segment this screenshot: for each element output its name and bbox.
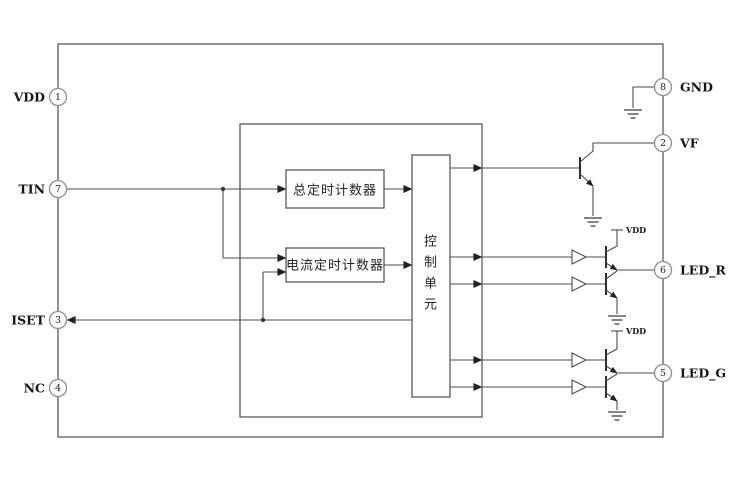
block-control-unit: 控 制 单 元 bbox=[411, 154, 451, 398]
pin-circle-nc bbox=[48, 378, 68, 398]
wire-gnd-branch bbox=[632, 86, 655, 108]
vf-npn-transistor bbox=[579, 142, 655, 227]
inner-module-box bbox=[239, 123, 483, 418]
ground-symbol-ledr bbox=[608, 315, 626, 325]
pin-circle-led-r bbox=[653, 260, 673, 280]
pin-number-gnd: 8 bbox=[660, 82, 666, 93]
pin-label-vf: VF bbox=[679, 136, 699, 151]
buffer-icon-ledg-low bbox=[571, 379, 588, 395]
vdd-rail-label-ledg: VDD bbox=[625, 326, 646, 336]
pin-circle-iset bbox=[48, 310, 68, 330]
pin-label-led-r: LED_R bbox=[680, 263, 726, 279]
pin-circle-vf bbox=[653, 133, 673, 153]
pin-circle-vdd bbox=[48, 87, 68, 107]
buffer-icon-ledg-high bbox=[571, 352, 588, 368]
ledr-low-transistor-collector bbox=[605, 270, 618, 280]
buffer-icon-ledr-low bbox=[571, 276, 588, 292]
control-unit-label-char2: 制 bbox=[424, 255, 438, 270]
junction-dot-iset bbox=[260, 317, 266, 323]
vf-transistor-collector bbox=[579, 142, 655, 163]
ledr-output-stage: VDD bbox=[571, 225, 655, 325]
ledg-high-transistor-collector bbox=[605, 348, 618, 356]
pin-iset: 3 ISET bbox=[11, 310, 68, 330]
ground-symbol-gnd-pin bbox=[624, 109, 642, 119]
pin-number-nc: 4 bbox=[55, 383, 61, 394]
pin-number-vdd: 1 bbox=[55, 92, 61, 103]
pin-nc: 4 NC bbox=[24, 378, 68, 398]
pin-label-tin: TIN bbox=[18, 182, 45, 197]
pin-number-tin: 7 bbox=[55, 184, 61, 195]
vdd-rail-label-ledr: VDD bbox=[625, 225, 646, 235]
pin-number-led-g: 5 bbox=[660, 368, 666, 379]
pin-led-r: 6 LED_R bbox=[653, 260, 726, 280]
ledr-low-transistor-emitter bbox=[605, 289, 618, 299]
pin-gnd: 8 GND bbox=[653, 77, 713, 97]
ledr-high-transistor-emitter bbox=[605, 262, 618, 271]
pin-vf: 2 VF bbox=[653, 133, 699, 153]
pin-number-vf: 2 bbox=[660, 138, 666, 149]
pin-led-g: 5 LED_G bbox=[653, 363, 726, 383]
pin-number-iset: 3 bbox=[55, 315, 61, 326]
ground-symbol-vf bbox=[584, 217, 602, 227]
current-timing-counter-label: 电流定时计数器 bbox=[286, 258, 384, 273]
ledr-high-transistor-collector bbox=[605, 245, 618, 253]
block-total-timing-counter: 总定时计数器 bbox=[285, 169, 385, 209]
ledg-output-stage: VDD bbox=[571, 326, 655, 421]
pin-circle-gnd bbox=[653, 77, 673, 97]
control-unit-box bbox=[411, 154, 451, 398]
pin-circle-tin bbox=[48, 179, 68, 199]
pin-vdd: 1 VDD bbox=[13, 87, 68, 107]
pin-label-iset: ISET bbox=[11, 313, 45, 328]
pin-label-vdd: VDD bbox=[13, 90, 46, 105]
pin-tin: 7 TIN bbox=[18, 179, 68, 199]
pin-label-nc: NC bbox=[24, 381, 45, 396]
control-unit-label-char1: 控 bbox=[424, 234, 438, 249]
pin-label-led-g: LED_G bbox=[680, 366, 726, 382]
buffer-icon-ledr-high bbox=[571, 249, 588, 265]
pin-number-led-r: 6 bbox=[660, 265, 666, 276]
wires bbox=[66, 164, 580, 391]
pin-label-gnd: GND bbox=[680, 80, 713, 95]
ledg-low-transistor-emitter bbox=[605, 392, 618, 402]
ledg-low-transistor-collector bbox=[605, 373, 618, 382]
block-current-timing-counter: 电流定时计数器 bbox=[285, 247, 385, 283]
outer-ic-boundary bbox=[57, 43, 664, 438]
control-unit-label-char4: 元 bbox=[424, 297, 438, 312]
gnd-pin-ground bbox=[624, 86, 655, 119]
pin-circle-led-g bbox=[653, 363, 673, 383]
ground-symbol-ledg bbox=[608, 411, 626, 421]
vf-transistor-emitter bbox=[579, 173, 594, 187]
control-unit-label-char3: 单 bbox=[424, 276, 438, 291]
total-timing-counter-label: 总定时计数器 bbox=[293, 183, 377, 198]
ledg-high-transistor-emitter bbox=[605, 365, 618, 374]
junction-dot-tin bbox=[220, 186, 226, 192]
